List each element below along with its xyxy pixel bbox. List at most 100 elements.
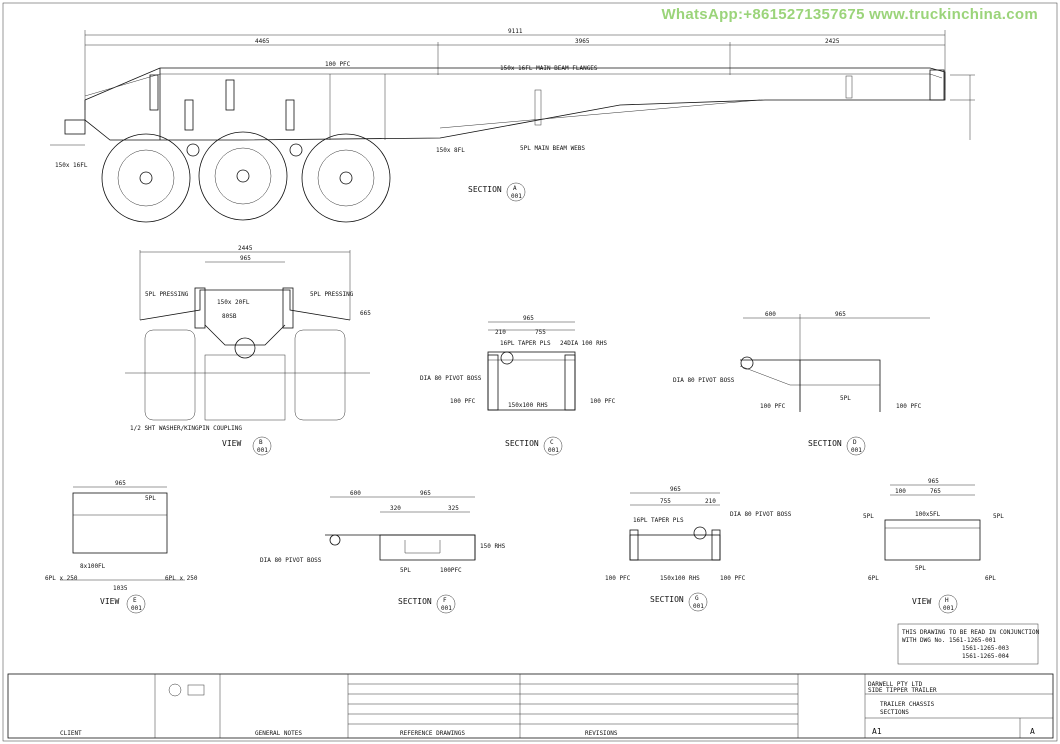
drawing-label: 5PL <box>400 567 411 574</box>
drawing-label: 2425 <box>825 38 840 45</box>
watermark: WhatsApp:+8615271357675 www.truckinchina… <box>661 6 1038 23</box>
drawing-label: 6PL <box>868 575 879 582</box>
drawing-label: 100 <box>895 488 906 495</box>
dim-overall: 9111 <box>508 28 523 35</box>
drawing-label: VIEW <box>912 597 931 606</box>
note-box <box>897 623 1039 665</box>
drawing-label: A <box>513 185 517 192</box>
drawing-label: 755 <box>660 498 671 505</box>
drawing-label: 3965 <box>575 38 590 45</box>
drawing-label: 001 <box>548 447 559 454</box>
drawing-label: DIA 80 PIVOT BOSS <box>260 557 322 564</box>
drawing-label: 965 <box>420 490 431 497</box>
drawing-label: 965 <box>240 255 251 262</box>
drawing-label: 1035 <box>113 585 128 592</box>
drawing-label: 100 PFC <box>605 575 631 582</box>
section-d: 600 965 DIA 80 PIVOT BOSS 100 PFC 5PL 10… <box>673 311 930 456</box>
drawing-label: 965 <box>523 315 534 322</box>
drawing-label: 16PL TAPER PLS <box>633 517 684 524</box>
drawing-label: 665 <box>360 310 371 317</box>
drawing-label: SIDE TIPPER TRAILER <box>868 687 937 694</box>
drawing-label: 001 <box>511 193 522 200</box>
section-c: 965 755 210 16PL TAPER PLS 24DIA 100 RHS… <box>420 315 616 456</box>
drawing-label: SECTION <box>808 439 842 448</box>
drawing-label: 600 <box>765 311 776 318</box>
view-h: 965 765 100 100x5FL 5PL 5PL 5PL 6PL 6PL … <box>863 478 1004 614</box>
drawing-label: 965 <box>928 478 939 485</box>
drawing-label: DIA 80 PIVOT BOSS <box>730 511 792 518</box>
drawing-label: 8x100FL <box>80 563 106 570</box>
drawing-label: 100 PFC <box>896 403 922 410</box>
drawing-label: 150x100 RHS <box>508 402 548 409</box>
view-e: 965 1035 5PL 8x100FL 6PL x 250 6PL x 250… <box>45 480 198 614</box>
drawing-label: 001 <box>943 605 954 612</box>
drawing-label: 5PL <box>840 395 851 402</box>
drawing-label: 24DIA 100 RHS <box>560 340 607 347</box>
drawing-label: VIEW <box>100 597 119 606</box>
drawing-label: G <box>695 595 699 602</box>
drawing-label: A <box>1030 727 1035 736</box>
drawing-label: 6PL <box>985 575 996 582</box>
drawing-label: A1 <box>872 727 882 736</box>
drawing-label: 755 <box>535 329 546 336</box>
drawing-label: 001 <box>131 605 142 612</box>
drawing-label: CLIENT <box>60 730 82 737</box>
drawing-label: F <box>443 597 447 604</box>
drawing-label: 100 PFC <box>450 398 476 405</box>
drawing-label: DARWELL PTY LTD <box>868 681 923 688</box>
drawing-label: 001 <box>693 603 704 610</box>
drawing-label: 80SB <box>222 313 237 320</box>
wheel-1 <box>101 133 191 223</box>
drawing-label: 100 PFC <box>325 61 351 68</box>
drawing-label: 6PL x 250 <box>165 575 198 582</box>
drawing-label: TRAILER CHASSIS <box>880 701 935 708</box>
drawing-label: 100 PFC <box>590 398 616 405</box>
wheel-3 <box>301 133 391 223</box>
wheel-2 <box>198 131 288 221</box>
drawing-label: 5PL <box>863 513 874 520</box>
drawing-label: 965 <box>835 311 846 318</box>
view-b: 2445 965 665 5PL PRESSING 5PL PRESSING 1… <box>125 245 371 456</box>
drawing-label: 765 <box>930 488 941 495</box>
drawing-label: 4465 <box>255 38 270 45</box>
drawing-label: SECTION <box>398 597 432 606</box>
drawing-label: 100 PFC <box>720 575 746 582</box>
drawing-label: 5PL PRESSING <box>145 291 189 298</box>
drawing-label: 210 <box>705 498 716 505</box>
drawing-label: 5PL <box>145 495 156 502</box>
title-block: CLIENT GENERAL NOTES REFERENCE DRAWINGS … <box>7 673 1054 739</box>
drawing-label: SECTIONS <box>880 709 909 716</box>
drawing-label: DIA 80 PIVOT BOSS <box>673 377 735 384</box>
section-g: 965 755 210 16PL TAPER PLS DIA 80 PIVOT … <box>605 486 792 612</box>
drawing-label: 6PL x 250 <box>45 575 78 582</box>
drawing-label: 965 <box>115 480 126 487</box>
drawing-label: 001 <box>257 447 268 454</box>
drawing-label: 150x100 RHS <box>660 575 700 582</box>
drawing-label: 16PL TAPER PLS <box>500 340 551 347</box>
drawing-label: 150x 16FL <box>55 162 88 169</box>
drawing-label: 100PFC <box>440 567 462 574</box>
section-f: 600 965 320 325 DIA 80 PIVOT BOSS 5PL 10… <box>260 490 506 614</box>
drawing-label: DIA 80 PIVOT BOSS <box>420 375 482 382</box>
drawing-label: 150x 20FL <box>217 299 250 306</box>
drawing-label: 001 <box>851 447 862 454</box>
drawing-label: 1/2 SHT WASHER/KINGPIN COUPLING <box>130 425 242 432</box>
drawing-label: 150x 8FL <box>436 147 465 154</box>
conjunction-note: THIS DRAWING TO BE READ IN CONJUNCTION W… <box>902 629 1040 660</box>
drawing-label: B <box>259 439 263 446</box>
drawing-label: 320 <box>390 505 401 512</box>
section-a-elevation: 9111 4465 3965 2425 <box>50 28 975 223</box>
drawing-label: D <box>853 439 857 446</box>
drawing-label: VIEW <box>222 439 241 448</box>
drawing-label: 2445 <box>238 245 253 252</box>
drawing-label: REFERENCE DRAWINGS <box>400 730 465 737</box>
drawing-label: 5PL PRESSING <box>310 291 354 298</box>
drawing-label: 001 <box>441 605 452 612</box>
drawing-label: SECTION <box>505 439 539 448</box>
drawing-label: 5PL <box>993 513 1004 520</box>
drawing-label: 5PL <box>915 565 926 572</box>
drawing-label: REVISIONS <box>585 730 618 737</box>
drawing-label: E <box>133 597 137 604</box>
drawing-label: 5PL MAIN BEAM WEBS <box>520 145 585 152</box>
drawing-label: 600 <box>350 490 361 497</box>
